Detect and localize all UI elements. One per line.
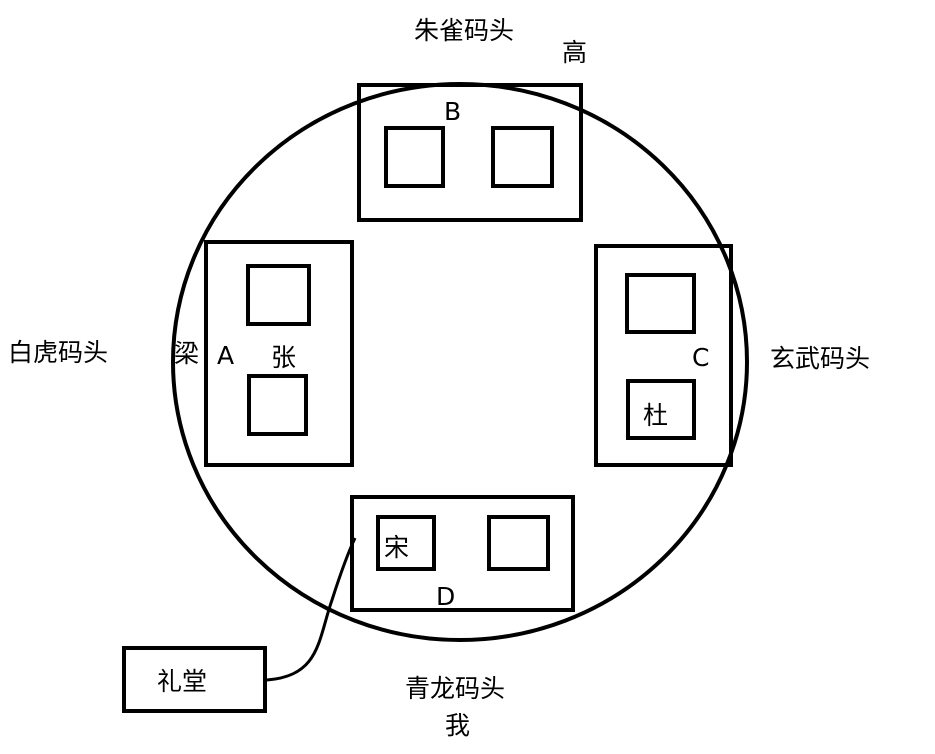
block-c-letter: C xyxy=(692,343,709,372)
block-c-room-bottom xyxy=(626,379,696,440)
dock-east-label: 玄武码头 xyxy=(770,344,870,373)
person-song: 宋 xyxy=(384,533,409,562)
block-a xyxy=(204,240,354,467)
auditorium-label: 礼堂 xyxy=(157,667,207,696)
dock-south-label: 青龙码头 xyxy=(405,674,505,703)
block-d-room-right xyxy=(487,515,550,571)
person-me: 我 xyxy=(445,711,470,740)
person-liang: 梁 xyxy=(174,339,199,368)
person-zhang: 张 xyxy=(271,343,296,372)
auditorium-box xyxy=(122,646,267,713)
block-c-room-top xyxy=(625,273,696,334)
auditorium-connector xyxy=(266,537,357,682)
person-gao: 高 xyxy=(562,38,587,67)
block-b xyxy=(357,83,583,222)
island-circle xyxy=(171,82,749,642)
block-b-room-left xyxy=(384,126,445,188)
block-a-room-top xyxy=(246,264,311,326)
block-b-room-right xyxy=(491,126,554,188)
block-d-letter: D xyxy=(436,582,455,611)
person-du: 杜 xyxy=(643,401,668,430)
block-d xyxy=(350,495,575,612)
block-b-letter: B xyxy=(444,97,461,126)
block-c xyxy=(594,244,733,467)
block-d-room-left xyxy=(376,515,436,571)
dock-west-label: 白虎码头 xyxy=(8,338,108,367)
dock-north-label: 朱雀码头 xyxy=(414,16,514,45)
block-a-letter: A xyxy=(217,341,234,370)
block-a-room-bottom xyxy=(247,374,308,436)
